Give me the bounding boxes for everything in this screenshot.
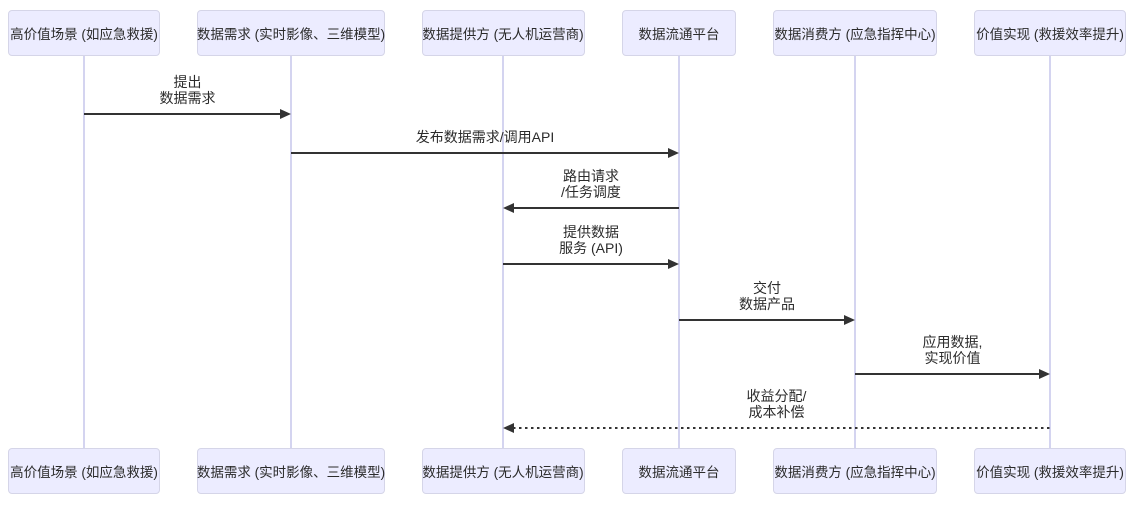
actor-label: 数据消费方 (应急指挥中心) — [774, 27, 936, 42]
actor-box-bottom-demand: 数据需求 (实时影像、三维模型) — [197, 448, 385, 494]
actor-label: 价值实现 (救援效率提升) — [976, 27, 1124, 42]
arrowhead-icon — [668, 259, 679, 269]
message-line — [679, 319, 845, 321]
actor-box-top-value: 价值实现 (救援效率提升) — [974, 10, 1126, 56]
message-label-line: 发布数据需求/调用API — [415, 129, 555, 145]
actor-box-bottom-platform: 数据流通平台 — [622, 448, 736, 494]
actor-label: 数据需求 (实时影像、三维模型) — [196, 465, 386, 480]
message-line — [503, 263, 669, 265]
message-label-line: /任务调度 — [561, 184, 621, 200]
lifeline-consumer — [854, 56, 856, 448]
lifeline-platform — [678, 56, 680, 448]
actor-box-bottom-provider: 数据提供方 (无人机运营商) — [421, 448, 585, 494]
actor-label: 数据消费方 (应急指挥中心) — [774, 465, 936, 480]
actor-label: 高价值场景 (如应急救援) — [10, 27, 158, 42]
actor-box-top-scene: 高价值场景 (如应急救援) — [8, 10, 160, 56]
actor-box-bottom-consumer: 数据消费方 (应急指挥中心) — [773, 448, 937, 494]
actor-box-bottom-value: 价值实现 (救援效率提升) — [974, 448, 1126, 494]
message-label: 发布数据需求/调用API — [325, 129, 645, 145]
actor-box-top-demand: 数据需求 (实时影像、三维模型) — [197, 10, 385, 56]
message-line — [513, 207, 679, 209]
lifeline-scene — [83, 56, 85, 448]
message-line — [513, 427, 1050, 429]
actor-box-bottom-scene: 高价值场景 (如应急救援) — [8, 448, 160, 494]
actor-label: 数据流通平台 — [638, 27, 720, 42]
message-label-line: 提出 — [173, 74, 202, 90]
arrowhead-icon — [280, 109, 291, 119]
actor-label: 数据提供方 (无人机运营商) — [422, 465, 584, 480]
message-label-line: 服务 (API) — [559, 240, 623, 256]
message-label-line: 收益分配/ — [746, 388, 807, 404]
message-line — [291, 152, 669, 154]
actor-box-top-consumer: 数据消费方 (应急指挥中心) — [773, 10, 937, 56]
message-label: 提供数据服务 (API) — [431, 224, 751, 256]
message-label-line: 成本补偿 — [748, 404, 805, 420]
lifeline-demand — [290, 56, 292, 448]
message-line — [855, 373, 1040, 375]
arrowhead-icon — [844, 315, 855, 325]
arrowhead-icon — [668, 148, 679, 158]
message-label-line: 应用数据, — [922, 334, 983, 350]
message-label: 交付数据产品 — [607, 280, 927, 312]
arrowhead-icon — [1039, 369, 1050, 379]
message-label-line: 实现价值 — [924, 350, 981, 366]
actor-box-top-provider: 数据提供方 (无人机运营商) — [421, 10, 585, 56]
message-label: 路由请求/任务调度 — [431, 168, 751, 200]
arrowhead-icon — [503, 423, 514, 433]
message-label-line: 数据需求 — [159, 90, 216, 106]
lifeline-provider — [502, 56, 504, 448]
actor-label: 数据提供方 (无人机运营商) — [422, 27, 584, 42]
message-label: 应用数据,实现价值 — [793, 334, 1113, 366]
message-label-line: 交付 — [753, 280, 781, 296]
message-label-line: 提供数据 — [563, 224, 619, 240]
actor-label: 数据需求 (实时影像、三维模型) — [196, 27, 386, 42]
message-label-line: 路由请求 — [563, 168, 619, 184]
arrowhead-icon — [503, 203, 514, 213]
message-label: 提出数据需求 — [28, 74, 348, 106]
lifeline-value — [1049, 56, 1051, 448]
actor-label: 价值实现 (救援效率提升) — [976, 465, 1124, 480]
actor-box-top-platform: 数据流通平台 — [622, 10, 736, 56]
actor-label: 数据流通平台 — [638, 465, 720, 480]
message-label: 收益分配/成本补偿 — [617, 388, 937, 420]
actor-label: 高价值场景 (如应急救援) — [10, 465, 158, 480]
message-line — [84, 113, 281, 115]
message-label-line: 数据产品 — [739, 296, 795, 312]
